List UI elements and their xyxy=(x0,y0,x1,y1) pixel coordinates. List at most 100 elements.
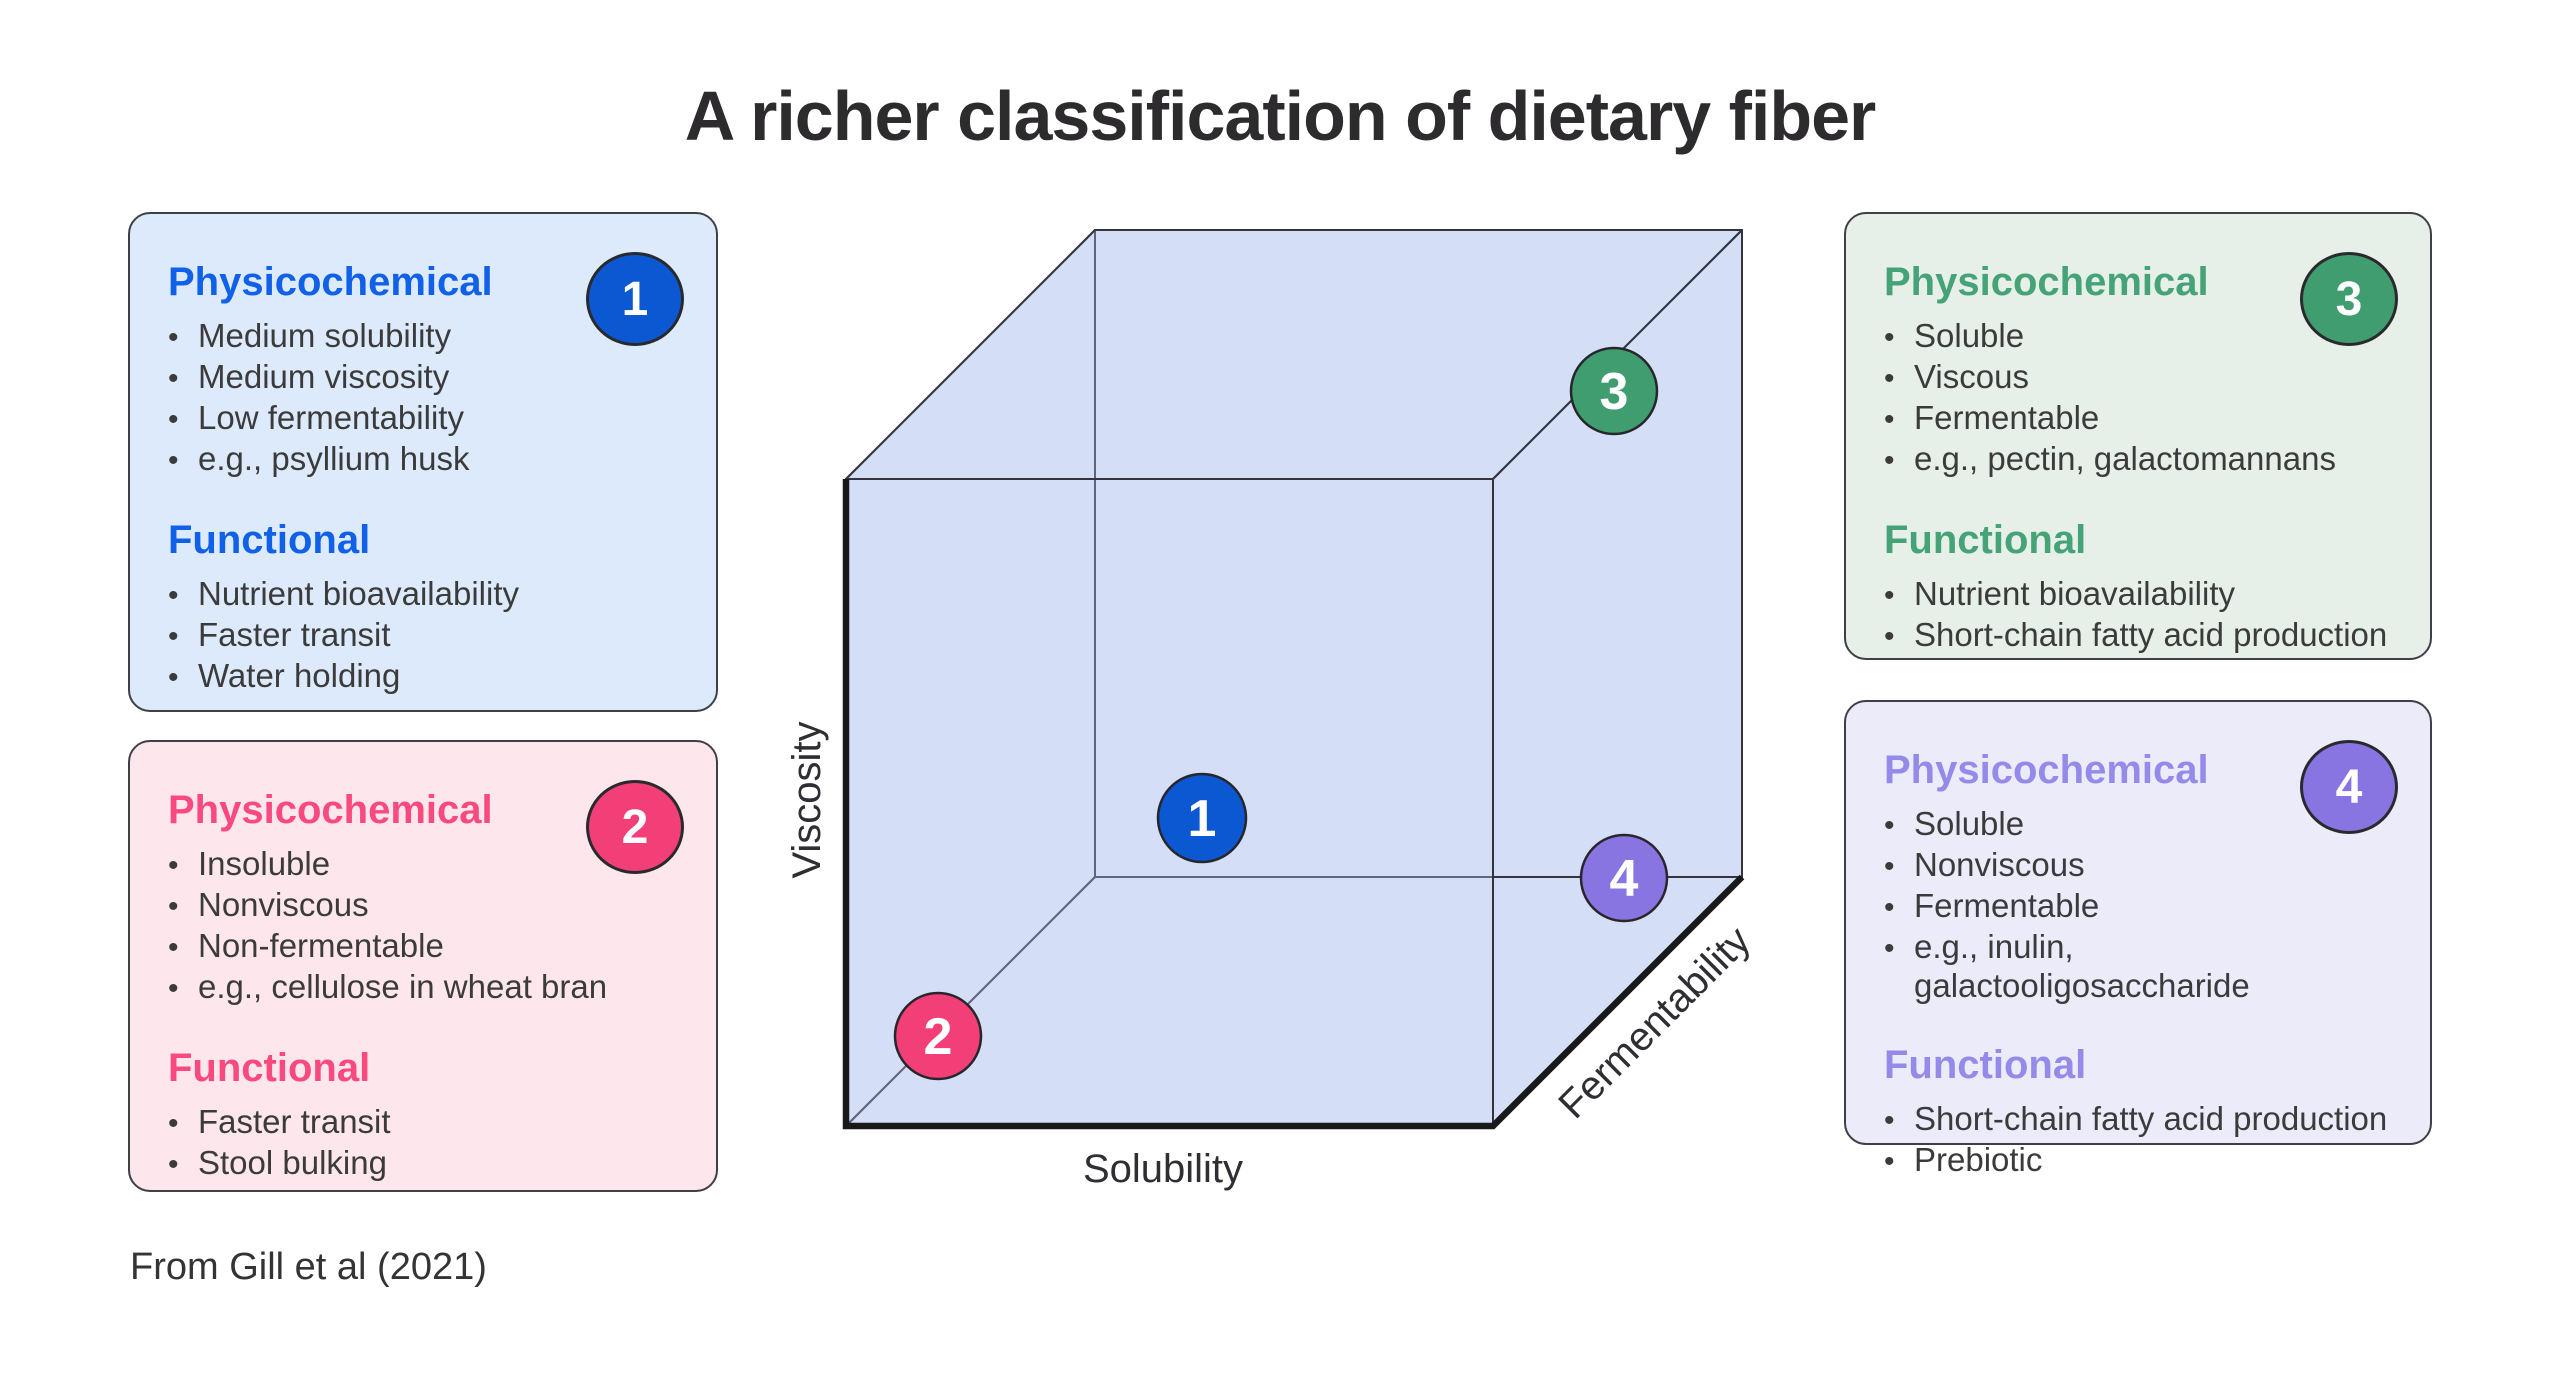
cube-point-4 xyxy=(1579,833,1669,923)
cube-point-2 xyxy=(893,991,983,1081)
list-item: • Insoluble xyxy=(168,844,688,885)
number-badge-1: 1 xyxy=(586,252,684,346)
cube-point-4-label: 4 xyxy=(1610,850,1639,908)
list-item: • Short-chain fatty acid production xyxy=(1884,1099,2402,1140)
list-item: • Nutrient bioavailability xyxy=(1884,574,2402,615)
list-item-text: Non-fermentable xyxy=(198,927,444,964)
number-badge-4: 4 xyxy=(2300,740,2398,834)
list-item: •Viscous xyxy=(1884,357,2402,398)
card-fiber-type-1: Physicochemical •Medium solubility • Medi… xyxy=(128,212,718,712)
list-item-text: Soluble xyxy=(1914,317,2025,354)
bullet-icon: • xyxy=(1884,579,1895,612)
cube-point-1-label: 1 xyxy=(1188,790,1217,848)
cube-axis-edges xyxy=(842,479,1745,1130)
list-item: • Medium viscosity xyxy=(168,357,688,398)
bullet-icon: • xyxy=(1884,1104,1895,1137)
card-heading-physicochemical: Physicochemical xyxy=(168,260,493,304)
list-item: • Nutrient bioavailability xyxy=(168,574,688,615)
list-item: • e.g., pectin, galactomannans xyxy=(1884,439,2402,480)
list-item: • Nonviscous xyxy=(1884,845,2402,886)
list-item: •Soluble xyxy=(1884,804,2402,845)
list-item: •Short-chain fatty acid production xyxy=(1884,615,2402,656)
physicochemical-list: •Soluble •Viscous •Fermentable •e.g., pe… xyxy=(1884,316,2402,480)
list-item: • Fermentable xyxy=(1884,398,2402,439)
card-heading-functional: Functional xyxy=(1884,518,2087,562)
physicochemical-list: •Insoluble •Nonviscous •Non-fermentable … xyxy=(168,844,688,1008)
bullet-icon: • xyxy=(168,579,179,612)
number-badge-3: 3 xyxy=(2300,252,2398,346)
list-item-text: Water holding xyxy=(198,657,401,694)
card-heading-physicochemical: Physicochemical xyxy=(168,788,493,832)
bullet-icon: • xyxy=(1884,1145,1895,1178)
list-item-text: Stool bulking xyxy=(198,1144,387,1181)
card-fiber-type-2: Physicochemical •Insoluble •Nonviscous •… xyxy=(128,740,718,1192)
list-item-text: e.g., cellulose in wheat bran xyxy=(198,968,608,1005)
functional-list: • Short-chain fatty acid production • Preb… xyxy=(1884,1099,2402,1181)
list-item-text: Nutrient bioavailability xyxy=(1914,575,2235,612)
page-title: A richer classification of dietary fiber xyxy=(684,77,1877,155)
bullet-icon: • xyxy=(168,849,179,882)
cube-point-3 xyxy=(1569,346,1659,436)
functional-list: • Nutrient bioavailability •Faster transi… xyxy=(168,574,688,697)
cube-point-1 xyxy=(1156,772,1248,864)
bullet-icon: • xyxy=(168,1107,179,1140)
list-item-text: Faster transit xyxy=(198,1103,391,1140)
functional-list: • Nutrient bioavailability •Short-chain f… xyxy=(1884,574,2402,656)
bullet-icon: • xyxy=(168,321,179,354)
bullet-icon: • xyxy=(1884,403,1895,436)
list-item-text: Short-chain fatty acid production xyxy=(1914,616,2388,653)
list-item-text: Nonviscous xyxy=(198,886,369,923)
list-item-text: Nutrient bioavailability xyxy=(198,575,519,612)
axis-label-solubility: Solubility xyxy=(1083,1147,1243,1191)
list-item-text: Nonviscous xyxy=(1914,846,2085,883)
axis-label-viscosity: Viscosity xyxy=(785,721,829,878)
functional-list: • Faster transit • Stool bulking xyxy=(168,1102,688,1184)
card-heading-functional: Functional xyxy=(168,1046,371,1090)
physicochemical-list: •Soluble • Nonviscous • Fermentable • e.g.,… xyxy=(1884,804,2402,1005)
cube-point-3-label: 3 xyxy=(1600,363,1629,421)
list-item: •e.g., psyllium husk xyxy=(168,439,688,480)
list-item: • Fermentable xyxy=(1884,886,2402,927)
bullet-icon: • xyxy=(1884,850,1895,883)
list-item: • Faster transit xyxy=(168,1102,688,1143)
bullet-icon: • xyxy=(168,403,179,436)
bullet-icon: • xyxy=(168,444,179,477)
list-item-text: e.g., inulin, galactooligosaccharide xyxy=(1914,928,2250,1004)
bullet-icon: • xyxy=(1884,362,1895,395)
card-fiber-type-3: Physicochemical •Soluble •Viscous •Ferme… xyxy=(1844,212,2432,660)
card-heading-functional: Functional xyxy=(168,518,371,562)
list-item-text: Prebiotic xyxy=(1914,1141,2043,1178)
list-item: •Soluble xyxy=(1884,316,2402,357)
list-item-text: Medium viscosity xyxy=(198,358,450,395)
attribution-text: From Gill et al (2021) xyxy=(130,1246,487,1288)
list-item: •Non-fermentable xyxy=(168,926,688,967)
bullet-icon: • xyxy=(168,972,179,1005)
bullet-icon: • xyxy=(168,1148,179,1181)
list-item: • Prebiotic xyxy=(1884,1140,2402,1181)
card-heading-physicochemical: Physicochemical xyxy=(1884,748,2209,792)
list-item-text: Fermentable xyxy=(1914,399,2100,436)
bullet-icon: • xyxy=(1884,932,1895,965)
list-item: • Stool bulking xyxy=(168,1143,688,1184)
list-item: •Faster transit xyxy=(168,615,688,656)
list-item: •Medium solubility xyxy=(168,316,688,357)
bullet-icon: • xyxy=(168,620,179,653)
list-item-text: e.g., pectin, galactomannans xyxy=(1914,440,2336,477)
bullet-icon: • xyxy=(168,661,179,694)
list-item-text: Insoluble xyxy=(198,845,331,882)
bullet-icon: • xyxy=(1884,444,1895,477)
list-item: •Nonviscous xyxy=(168,885,688,926)
bullet-icon: • xyxy=(1884,891,1895,924)
list-item-text: Soluble xyxy=(1914,805,2025,842)
card-fiber-type-4: Physicochemical •Soluble •Nonviscous •Fe… xyxy=(1844,700,2432,1178)
card-heading-physicochemical: Physicochemical xyxy=(1884,260,2209,304)
list-item-text: Low fermentability xyxy=(198,399,464,436)
list-item: • e.g., inulin, galactooligosaccharide xyxy=(1884,927,2402,1005)
list-item-text: Short-chain fatty acid production xyxy=(1914,1100,2388,1137)
card-heading-functional: Functional xyxy=(1884,1043,2087,1087)
list-item: • e.g., cellulose in wheat bran xyxy=(168,967,688,1008)
list-item: • Low fermentability xyxy=(168,398,688,439)
bullet-icon: • xyxy=(168,362,179,395)
list-item-text: Fermentable xyxy=(1914,887,2100,924)
